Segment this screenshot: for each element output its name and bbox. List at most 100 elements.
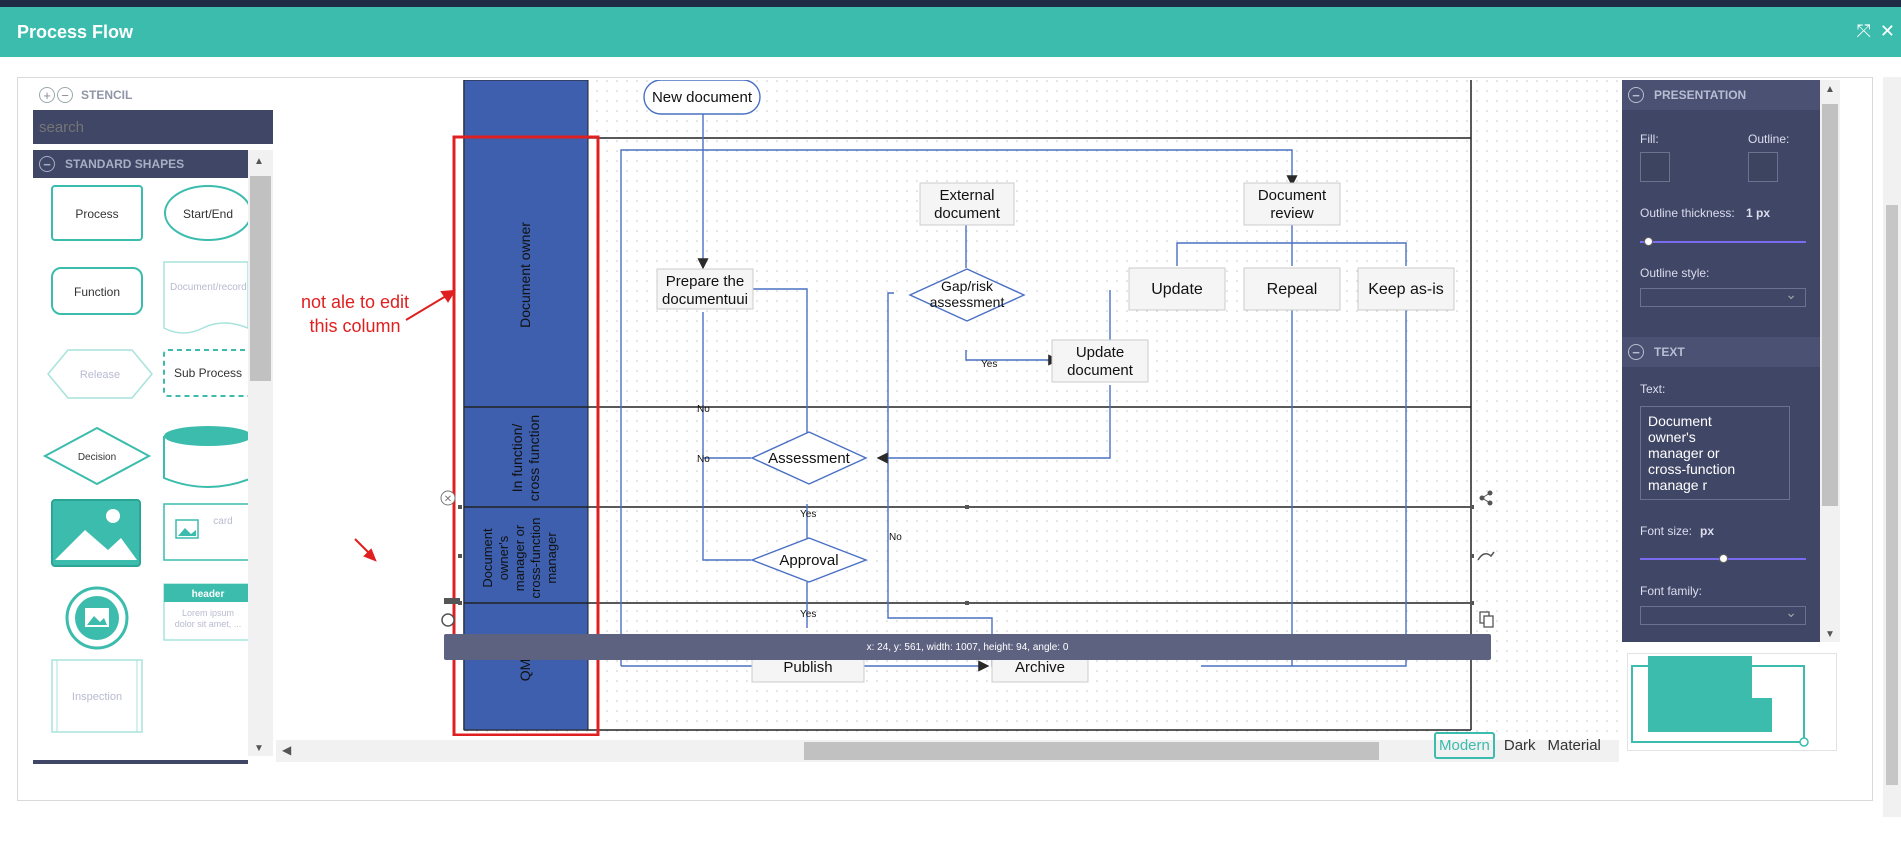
outer-scrollbar[interactable] xyxy=(1883,77,1901,817)
shape-start-end-label: Start/End xyxy=(183,207,233,221)
lane-header-column[interactable] xyxy=(463,80,589,731)
node-repeal[interactable]: Repeal xyxy=(1243,267,1341,311)
shape-card-label: card xyxy=(213,516,232,527)
svg-text:No: No xyxy=(889,532,902,543)
node-new-document[interactable]: New document xyxy=(643,80,761,115)
shape-database[interactable] xyxy=(163,426,248,488)
outline-thickness-label: Outline thickness: xyxy=(1640,206,1735,220)
svg-text:Yes: Yes xyxy=(800,609,816,620)
shape-inspection-label: Inspection xyxy=(72,691,122,703)
share-icon[interactable] xyxy=(1479,490,1493,506)
node-external-document[interactable]: External document xyxy=(919,182,1015,226)
standard-shapes-header[interactable]: − STANDARD SHAPES xyxy=(33,150,248,178)
theme-dark[interactable]: Dark xyxy=(1503,736,1536,754)
svg-text:review: review xyxy=(1270,205,1314,222)
zoom-in-icon[interactable]: + xyxy=(39,87,55,103)
shape-document[interactable]: Document/record xyxy=(163,261,248,334)
edge-labels: Yes No No Yes No Yes xyxy=(697,359,997,620)
shape-card[interactable]: card xyxy=(163,503,248,561)
theme-material[interactable]: Material xyxy=(1547,736,1601,754)
shape-release[interactable]: Release xyxy=(47,349,153,399)
node-update-document[interactable]: Update document xyxy=(1051,339,1149,383)
stencil-scrollbar[interactable]: ▲ ▼ xyxy=(248,150,273,756)
shape-circle-image[interactable] xyxy=(65,586,129,650)
shape-image[interactable] xyxy=(51,499,141,567)
copy-icon[interactable] xyxy=(1479,611,1494,628)
svg-text:Publish: Publish xyxy=(783,659,832,676)
outline-swatch[interactable] xyxy=(1748,152,1778,182)
panel-scrollbar[interactable]: ▲ ▼ xyxy=(1820,80,1840,642)
selection-handles[interactable] xyxy=(444,505,1474,605)
svg-text:manager or: manager or xyxy=(512,524,527,591)
node-prepare-document[interactable]: Prepare the documentuui xyxy=(656,268,754,310)
delete-handle-icon[interactable] xyxy=(440,490,456,506)
svg-text:Yes: Yes xyxy=(800,509,816,520)
svg-text:New document: New document xyxy=(652,89,753,106)
text-label: Text: xyxy=(1640,382,1666,396)
outline-style-select[interactable] xyxy=(1640,286,1806,307)
scroll-down-icon[interactable]: ▼ xyxy=(1825,629,1835,640)
svg-text:Update: Update xyxy=(1076,344,1124,361)
font-family-select[interactable] xyxy=(1640,604,1806,625)
zoom-out-icon[interactable]: − xyxy=(57,87,73,103)
svg-text:Keep as-is: Keep as-is xyxy=(1368,281,1444,298)
fill-label: Fill: xyxy=(1640,132,1659,146)
shape-sub-process[interactable]: Sub Process xyxy=(163,349,248,397)
shape-inspection[interactable]: Inspection xyxy=(51,659,143,733)
font-size-knob[interactable] xyxy=(1719,554,1728,563)
lane-document-owner[interactable]: Document owner xyxy=(517,222,533,328)
svg-text:✕: ✕ xyxy=(444,494,452,505)
svg-text:Yes: Yes xyxy=(981,359,997,370)
diagram-overview[interactable] xyxy=(1627,653,1837,751)
shape-decision[interactable]: Decision xyxy=(42,426,152,486)
svg-text:documentuui: documentuui xyxy=(662,291,748,308)
node-gap-assessment[interactable]: Gap/risk assessment xyxy=(908,268,1026,322)
node-keep-as-is[interactable]: Keep as-is xyxy=(1357,267,1455,311)
collapse-icon[interactable]: − xyxy=(39,156,55,172)
shape-header[interactable]: header Lorem ipsum dolor sit amet, ... xyxy=(163,583,248,641)
annotation-note: not ale to edit this column xyxy=(300,292,410,336)
presentation-section-header[interactable]: − PRESENTATION xyxy=(1622,80,1820,110)
stencil-header: + − STENCIL xyxy=(33,84,273,106)
collapse-icon[interactable]: − xyxy=(1628,87,1644,103)
lane-cross-function[interactable]: In function/ cross function xyxy=(509,415,542,501)
scroll-down-icon[interactable]: ▼ xyxy=(254,743,264,754)
svg-text:owner's: owner's xyxy=(496,535,511,580)
stencil-panel: + − STENCIL − STANDARD SHAPES Process St… xyxy=(33,84,273,764)
properties-panel: − PRESENTATION Fill: Outline: Outline th… xyxy=(1622,80,1820,642)
scroll-up-icon[interactable]: ▲ xyxy=(254,156,264,167)
node-document-review[interactable]: Document review xyxy=(1243,182,1341,226)
rotate-handle-icon[interactable] xyxy=(441,613,455,627)
fill-swatch[interactable] xyxy=(1640,152,1670,182)
text-section-header[interactable]: − TEXT xyxy=(1622,337,1820,367)
outline-thickness-slider[interactable] xyxy=(1640,241,1806,243)
svg-text:cross function: cross function xyxy=(526,415,542,501)
shape-header-label: header xyxy=(192,589,225,600)
text-input[interactable]: Document owner's manager or cross-functi… xyxy=(1640,406,1790,500)
svg-text:In function/: In function/ xyxy=(509,424,525,493)
outline-thickness-value: 1 px xyxy=(1746,206,1771,220)
diagram-canvas[interactable]: Document owner In function/ cross functi… xyxy=(276,80,1619,736)
shape-process[interactable]: Process xyxy=(51,185,143,241)
svg-text:Assessment: Assessment xyxy=(768,450,851,467)
shape-function[interactable]: Function xyxy=(51,267,143,315)
node-approval[interactable]: Approval xyxy=(750,537,868,583)
scroll-left-icon[interactable]: ◀ xyxy=(282,743,292,757)
theme-switcher: Modern Dark Material xyxy=(1434,730,1604,760)
scroll-up-icon[interactable]: ▲ xyxy=(1825,84,1835,95)
collapse-icon[interactable]: − xyxy=(1628,344,1644,360)
stencil-search-input[interactable] xyxy=(33,110,273,144)
canvas-horizontal-scrollbar[interactable]: ◀ xyxy=(276,740,1619,762)
node-assessment[interactable]: Assessment xyxy=(750,431,868,485)
svg-text:Document: Document xyxy=(480,528,495,588)
theme-modern[interactable]: Modern xyxy=(1434,731,1495,759)
lane-manager[interactable]: Document owner's manager or cross-functi… xyxy=(480,518,559,599)
window-controls-icon[interactable]: ⤧ ✕ xyxy=(1856,21,1897,41)
svg-text:Document: Document xyxy=(1258,187,1327,204)
outline-thickness-knob[interactable] xyxy=(1644,237,1654,246)
node-update[interactable]: Update xyxy=(1128,267,1226,311)
connector-icon[interactable] xyxy=(1477,551,1495,561)
shape-start-end[interactable]: Start/End xyxy=(164,185,248,241)
font-size-value: px xyxy=(1700,524,1715,538)
lane-qm[interactable]: QM xyxy=(517,659,533,682)
